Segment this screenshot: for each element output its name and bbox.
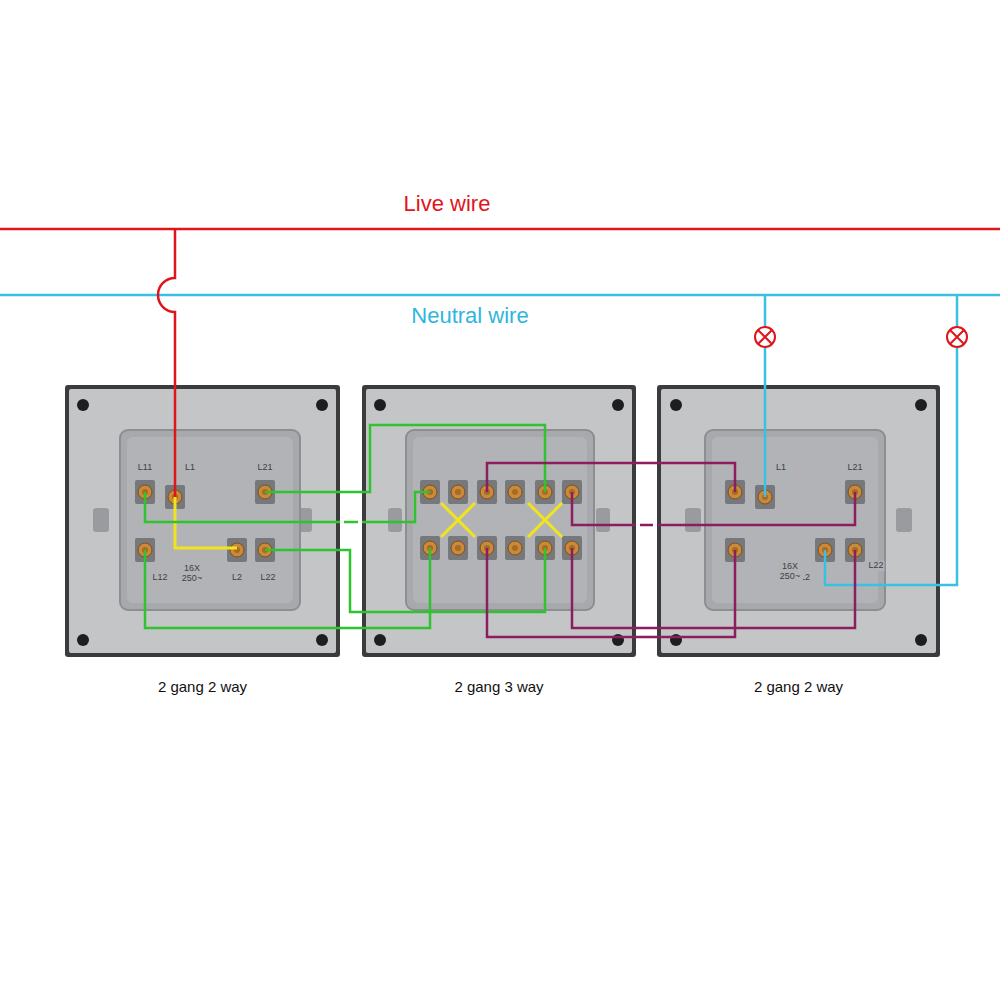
green-wire xyxy=(265,425,545,492)
green-wire xyxy=(145,492,340,522)
lamp-symbol xyxy=(947,327,967,347)
rating-mark: 16X 250~ xyxy=(777,562,803,582)
wire-title: Live wire xyxy=(403,192,492,216)
switch-plate-back xyxy=(65,385,340,657)
cross-wire xyxy=(441,503,562,537)
lamp-symbol xyxy=(755,327,775,347)
terminal-label: L22 xyxy=(259,573,276,583)
lamp-wire xyxy=(764,295,767,497)
switch-caption: 2 gang 3 way xyxy=(358,678,640,695)
neutral-wire xyxy=(0,294,1000,297)
terminal-label: L2 xyxy=(231,573,243,583)
switch-plate: 2 gang 3 way xyxy=(358,385,640,705)
terminal-label: L21 xyxy=(256,463,273,473)
purple-wire xyxy=(487,463,735,492)
switch-plate: 2 gang 2 way xyxy=(653,385,944,705)
terminal-label: L22 xyxy=(867,561,884,571)
switch-caption: 2 gang 2 way xyxy=(61,678,344,695)
purple-wire xyxy=(658,492,855,525)
purple-wire xyxy=(572,492,636,525)
terminal-label: L21 xyxy=(846,463,863,473)
green-wire xyxy=(145,548,430,628)
rating-mark: 16X 250~ xyxy=(179,564,205,584)
green-wire xyxy=(362,492,430,522)
live-wire xyxy=(0,228,1000,231)
terminal-label: L12 xyxy=(151,573,168,583)
switch-caption: 2 gang 2 way xyxy=(653,678,944,695)
terminal-label: L11 xyxy=(137,463,153,473)
lamp-wire xyxy=(825,295,957,585)
purple-wire xyxy=(640,524,653,527)
live-drop-wire xyxy=(158,229,175,497)
purple-wire xyxy=(487,548,735,637)
wire-title: Neutral wire xyxy=(410,304,529,328)
switch-plate-back xyxy=(657,385,940,657)
green-wire xyxy=(265,548,545,612)
green-wire xyxy=(344,521,358,524)
terminal-label: L1 xyxy=(775,463,787,473)
switch-plate: 2 gang 2 way xyxy=(61,385,344,705)
purple-wire xyxy=(572,548,855,628)
terminal-label: L1 xyxy=(184,463,196,473)
